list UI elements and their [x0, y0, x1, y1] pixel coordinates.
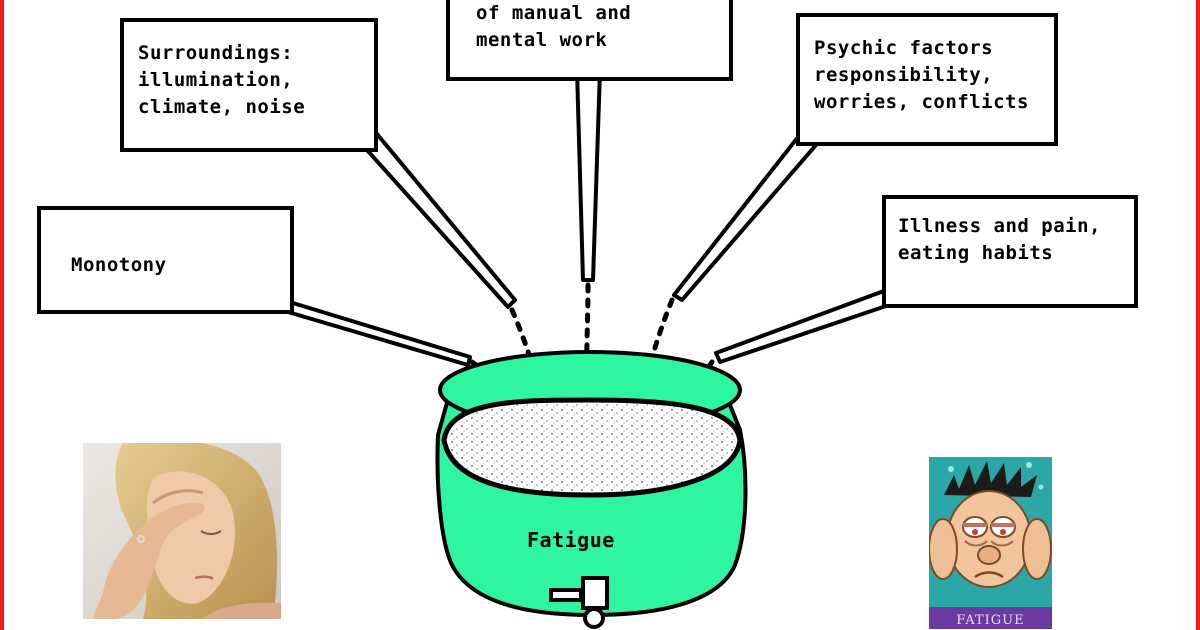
box-monotony-line-1: Monotony	[71, 254, 167, 276]
box-monotony: Monotony	[37, 206, 294, 314]
left-red-border	[0, 0, 4, 630]
tired-woman-photo	[83, 443, 281, 619]
pipe-illness	[714, 286, 900, 364]
box-work-line-2: mental work	[476, 29, 608, 51]
box-psychic-line-2: responsibility,	[814, 64, 994, 86]
pot-label: Fatigue	[527, 528, 615, 552]
fatigue-pot	[435, 350, 748, 629]
box-psychic-line-3: worries, conflicts	[814, 91, 1029, 113]
pipe-monotony	[281, 298, 472, 367]
box-surroundings: Surroundings: illumination, climate, noi…	[120, 18, 378, 152]
pipe-work	[575, 68, 602, 282]
box-illness-line-2: eating habits	[898, 242, 1054, 264]
cartoon-caption: FATIGUE	[956, 613, 1024, 628]
right-red-border	[1196, 0, 1200, 630]
fatigue-cartoon: FATIGUE	[929, 457, 1052, 629]
box-manual-mental-work: of manual and mental work	[446, 0, 733, 81]
fatigue-cartoon-face: FATIGUE	[929, 457, 1052, 629]
tired-woman-image	[83, 443, 281, 619]
pipe-surroundings	[356, 126, 517, 309]
box-psychic-line-1: Psychic factors	[814, 37, 994, 59]
box-illness-pain: Illness and pain, eating habits	[882, 195, 1138, 308]
pipe-psychic	[672, 130, 818, 302]
box-illness-line-1: Illness and pain,	[898, 215, 1101, 237]
box-surroundings-line-1: Surroundings:	[138, 42, 294, 64]
box-work-line-1: of manual and	[476, 2, 632, 24]
box-psychic-factors: Psychic factors responsibility, worries,…	[796, 13, 1058, 146]
box-surroundings-line-2: illumination,	[138, 69, 294, 91]
box-surroundings-line-3: climate, noise	[138, 96, 306, 118]
